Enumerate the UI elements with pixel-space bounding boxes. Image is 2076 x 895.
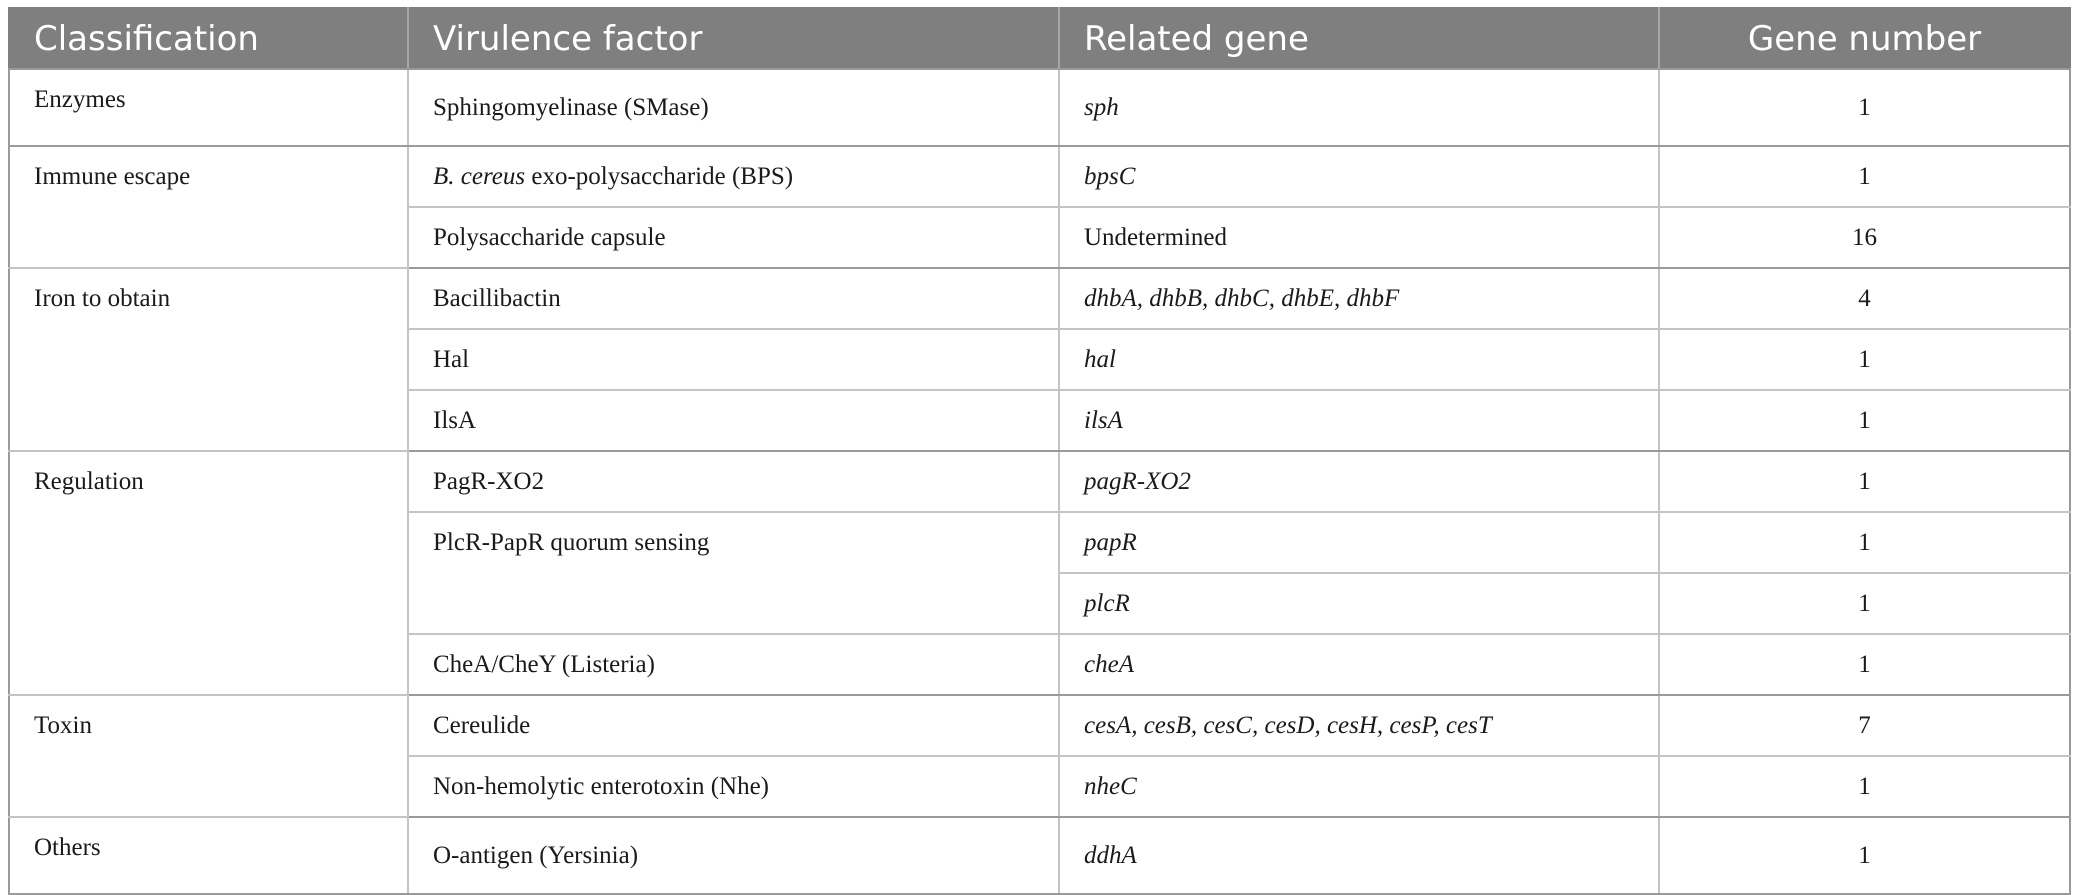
virulence-factor-cell: PlcR-PapR quorum sensing — [407, 511, 1060, 635]
gene-number-cell: 1 — [1658, 450, 2071, 513]
virulence-factor-cell: Cereulide — [407, 694, 1060, 757]
gene-number-cell: 1 — [1658, 755, 2071, 818]
table-row: Others O-antigen (Yersinia) ddhA 1 — [8, 816, 2071, 895]
virulence-table-container: Classification Virulence factor Related … — [8, 7, 2071, 895]
gene-number-cell: 1 — [1658, 633, 2071, 696]
table-row: Iron to obtain Bacillibactin dhbA, dhbB,… — [8, 267, 2071, 452]
classification-cell: Enzymes — [8, 68, 409, 147]
table-row: CheA/CheY (Listeria) cheA 1 — [9, 633, 2071, 696]
related-gene-cell: plcR — [1058, 572, 1660, 635]
table-row: Toxin Cereulide cesA, cesB, cesC, cesD, … — [8, 694, 2071, 818]
gene-number-cell: 4 — [1658, 267, 2071, 330]
virulence-factor-cell: CheA/CheY (Listeria) — [407, 633, 1060, 696]
gene-number-cell: 1 — [1658, 68, 2071, 147]
virulence-factor-cell: Non-hemolytic enterotoxin (Nhe) — [407, 755, 1060, 818]
related-gene-cell: papR — [1058, 511, 1660, 574]
related-gene-cell: pagR-XO2 — [1058, 450, 1660, 513]
related-gene-cell: cheA — [1058, 633, 1660, 696]
related-gene-cell: bpsC — [1058, 145, 1660, 208]
header-row: Classification Virulence factor Related … — [8, 7, 2071, 70]
table-row: Enzymes Sphingomyelinase (SMase) sph 1 — [8, 68, 2071, 147]
header-classification: Classification — [8, 7, 409, 70]
header-related-gene: Related gene — [1058, 7, 1660, 70]
related-gene-cell: nheC — [1058, 755, 1660, 818]
gene-number-cell: 1 — [1658, 145, 2071, 208]
related-gene-cell: dhbA, dhbB, dhbC, dhbE, dhbF — [1058, 267, 1660, 330]
table-row: Immune escape B. cereus exo-polysacchari… — [8, 145, 2071, 269]
virulence-factor-cell: Polysaccharide capsule — [407, 206, 1060, 269]
table-header: Classification Virulence factor Related … — [8, 7, 2071, 70]
classification-cell: Regulation — [8, 450, 409, 696]
related-gene-cell: cesA, cesB, cesC, cesD, cesH, cesP, cesT — [1058, 694, 1660, 757]
virulence-factor-cell: Sphingomyelinase (SMase) — [407, 68, 1060, 147]
virulence-factor-cell: IlsA — [407, 389, 1060, 452]
related-gene-cell: hal — [1058, 328, 1660, 391]
gene-number-cell: 1 — [1658, 389, 2071, 452]
classification-cell: Immune escape — [8, 145, 409, 269]
header-gene-number: Gene number — [1658, 7, 2071, 70]
virulence-factor-cell: B. cereus exo-polysaccharide (BPS) — [407, 145, 1060, 208]
related-gene-cell: ilsA — [1058, 389, 1660, 452]
table-row: IlsA ilsA 1 — [9, 389, 2071, 452]
gene-number-cell: 1 — [1658, 511, 2071, 574]
table-row: Non-hemolytic enterotoxin (Nhe) nheC 1 — [9, 755, 2071, 818]
gene-number-cell: 7 — [1658, 694, 2071, 757]
virulence-factor-cell: O-antigen (Yersinia) — [407, 816, 1060, 895]
table-body: Enzymes Sphingomyelinase (SMase) sph 1 I… — [8, 68, 2071, 895]
virulence-factor-cell: PagR-XO2 — [407, 450, 1060, 513]
table-row: Polysaccharide capsule Undetermined 16 — [9, 206, 2071, 269]
virulence-factor-cell: Hal — [407, 328, 1060, 391]
virulence-factor-text: exo-polysaccharide (BPS) — [525, 162, 794, 190]
related-gene-cell: ddhA — [1058, 816, 1660, 895]
virulence-factor-cell: Bacillibactin — [407, 267, 1060, 330]
table-row: Regulation PagR-XO2 pagR-XO2 1 — [8, 450, 2071, 696]
table-row: PlcR-PapR quorum sensing papR 1 — [9, 511, 2071, 635]
virulence-factor-table: Classification Virulence factor Related … — [8, 7, 2071, 895]
classification-cell: Iron to obtain — [8, 267, 409, 452]
related-gene-cell: sph — [1058, 68, 1660, 147]
table-row: Hal hal 1 — [9, 328, 2071, 391]
related-gene-cell: Undetermined — [1058, 206, 1660, 269]
table-row: plcR 1 — [9, 572, 2071, 635]
gene-number-cell: 1 — [1658, 572, 2071, 635]
gene-number-cell: 16 — [1658, 206, 2071, 269]
gene-number-cell: 1 — [1658, 816, 2071, 895]
classification-cell: Toxin — [8, 694, 409, 818]
species-name: B. cereus — [433, 162, 526, 190]
header-virulence-factor: Virulence factor — [407, 7, 1060, 70]
classification-cell: Others — [8, 816, 409, 895]
gene-number-cell: 1 — [1658, 328, 2071, 391]
